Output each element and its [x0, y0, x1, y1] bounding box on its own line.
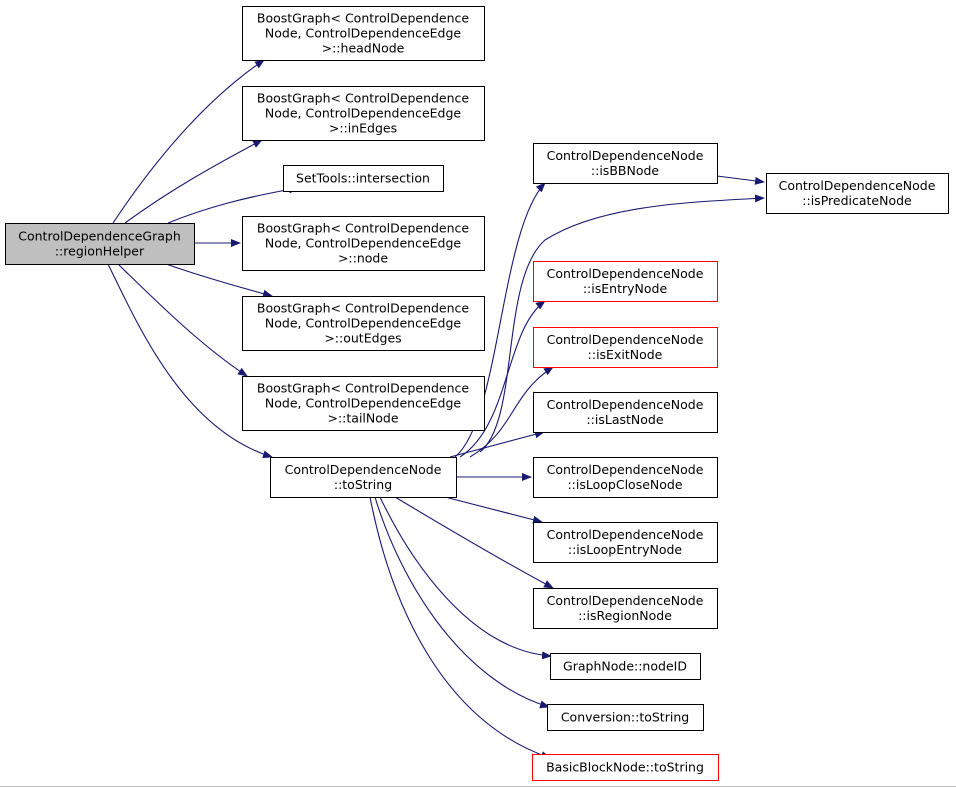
node-box	[242, 216, 485, 271]
graph-node-nodeID[interactable]: GraphNode::nodeID	[550, 653, 701, 680]
node-label-line: Node, ControlDependenceEdge	[265, 396, 461, 411]
node-label-line: ControlDependenceNode	[547, 266, 704, 281]
edge-regionHelper-to-tailNode	[117, 263, 248, 377]
edges-layer	[107, 59, 765, 759]
node-label-line: ::isExitNode	[588, 347, 663, 362]
edge-isBBNode-to-isPredicateNode	[716, 175, 765, 185]
node-label-line: >::outEdges	[324, 331, 401, 346]
edge-regionHelper-to-toString	[107, 263, 273, 459]
node-label-line: ::toString	[334, 477, 392, 492]
node-label-line: ::isLastNode	[586, 412, 663, 427]
node-label-line: BasicBlockNode::toString	[546, 760, 704, 775]
node-label-line: ::isPredicateNode	[802, 193, 912, 208]
graph-node-isLoopEntryNode[interactable]: ControlDependenceNode::isLoopEntryNode	[533, 522, 718, 563]
node-label-line: BoostGraph< ControlDependence	[257, 301, 470, 316]
edge-toString-to-isLastNode	[449, 430, 545, 458]
graph-node-isLoopCloseNode[interactable]: ControlDependenceNode::isLoopCloseNode	[533, 457, 718, 498]
graph-node-inEdges[interactable]: BoostGraph< ControlDependenceNode, Contr…	[242, 86, 485, 141]
edge-toString-to-isLoopEntryNode	[444, 496, 543, 524]
node-label-line: ControlDependenceNode	[547, 527, 704, 542]
edge-regionHelper-to-intersection	[167, 185, 299, 224]
edge-regionHelper-to-headNode	[112, 59, 265, 224]
node-label-line: Node, ControlDependenceEdge	[265, 106, 461, 121]
graph-node-isBBNode[interactable]: ControlDependenceNode::isBBNode	[533, 143, 718, 184]
edge-toString-to-bbToString	[369, 496, 551, 759]
node-label-line: ::isLoopCloseNode	[567, 477, 682, 492]
node-box	[550, 653, 701, 680]
graph-node-tailNode[interactable]: BoostGraph< ControlDependenceNode, Contr…	[242, 376, 485, 431]
node-label-line: BoostGraph< ControlDependence	[257, 381, 470, 396]
node-box	[533, 392, 718, 433]
graph-node-intersection[interactable]: SetTools::intersection	[283, 165, 444, 192]
edge-regionHelper-to-outEdges	[165, 263, 273, 298]
edge-toString-to-isPredicateNode	[479, 194, 765, 453]
node-label-line: ControlDependenceNode	[547, 593, 704, 608]
node-label-line: ControlDependenceNode	[547, 397, 704, 412]
node-label-line: ::isEntryNode	[583, 281, 668, 296]
node-box	[533, 457, 718, 498]
node-box	[283, 165, 444, 192]
graph-node-isEntryNode[interactable]: ControlDependenceNode::isEntryNode	[533, 261, 718, 302]
graph-node-convToString[interactable]: Conversion::toString	[547, 704, 704, 731]
node-label-line: ::regionHelper	[55, 244, 145, 259]
node-label-line: Node, ControlDependenceEdge	[265, 316, 461, 331]
edge-regionHelper-to-inEdges	[124, 139, 263, 224]
node-label-line: ControlDependenceNode	[547, 332, 704, 347]
edge-toString-to-nodeID	[379, 496, 552, 660]
node-label-line: GraphNode::nodeID	[563, 659, 687, 674]
node-box	[242, 296, 485, 351]
node-box	[270, 457, 457, 498]
nodes-layer: ControlDependenceGraph::regionHelperBoos…	[5, 6, 949, 781]
graph-node-node[interactable]: BoostGraph< ControlDependenceNode, Contr…	[242, 216, 485, 271]
edge-toString-to-isEntryNode	[459, 300, 546, 458]
node-box	[5, 223, 195, 265]
node-label-line: Node, ControlDependenceEdge	[265, 236, 461, 251]
node-label-line: >::headNode	[322, 41, 405, 56]
graph-node-headNode[interactable]: BoostGraph< ControlDependenceNode, Contr…	[242, 6, 485, 61]
graph-node-toString[interactable]: ControlDependenceNode::toString	[270, 457, 457, 498]
node-label-line: ControlDependenceNode	[547, 148, 704, 163]
node-box	[242, 86, 485, 141]
node-label-line: Conversion::toString	[561, 710, 689, 725]
node-label-line: BoostGraph< ControlDependence	[257, 11, 470, 26]
node-label-line: ControlDependenceNode	[779, 178, 936, 193]
graph-node-bbToString[interactable]: BasicBlockNode::toString	[532, 754, 719, 781]
node-box	[533, 327, 718, 368]
node-label-line: ControlDependenceNode	[547, 462, 704, 477]
edge-toString-to-isBBNode	[454, 182, 546, 458]
node-label-line: BoostGraph< ControlDependence	[257, 221, 470, 236]
edge-toString-to-convToString	[374, 496, 550, 709]
graph-node-isRegionNode[interactable]: ControlDependenceNode::isRegionNode	[533, 588, 718, 629]
node-label-line: ::isRegionNode	[578, 608, 672, 623]
node-label-line: ::isLoopEntryNode	[568, 542, 683, 557]
node-box	[242, 376, 485, 431]
node-label-line: ControlDependenceNode	[285, 462, 442, 477]
node-label-line: >::tailNode	[327, 411, 398, 426]
node-label-line: Node, ControlDependenceEdge	[265, 26, 461, 41]
node-label-line: >::inEdges	[329, 121, 397, 136]
graph-node-isLastNode[interactable]: ControlDependenceNode::isLastNode	[533, 392, 718, 433]
graph-node-regionHelper[interactable]: ControlDependenceGraph::regionHelper	[5, 223, 195, 265]
node-label-line: SetTools::intersection	[296, 171, 430, 186]
node-box	[533, 261, 718, 302]
node-box	[766, 173, 949, 214]
node-box	[533, 588, 718, 629]
graph-node-isPredicateNode[interactable]: ControlDependenceNode::isPredicateNode	[766, 173, 949, 214]
node-box	[533, 143, 718, 184]
node-label-line: ::isBBNode	[591, 163, 659, 178]
node-box	[242, 6, 485, 61]
graph-node-outEdges[interactable]: BoostGraph< ControlDependenceNode, Contr…	[242, 296, 485, 351]
graph-node-isExitNode[interactable]: ControlDependenceNode::isExitNode	[533, 327, 718, 368]
node-label-line: >::node	[338, 251, 388, 266]
node-label-line: BoostGraph< ControlDependence	[257, 91, 470, 106]
edge-toString-to-isRegionNode	[394, 496, 554, 589]
node-box	[547, 704, 704, 731]
node-box	[532, 754, 719, 781]
node-label-line: ControlDependenceGraph	[18, 229, 181, 244]
node-box	[533, 522, 718, 563]
